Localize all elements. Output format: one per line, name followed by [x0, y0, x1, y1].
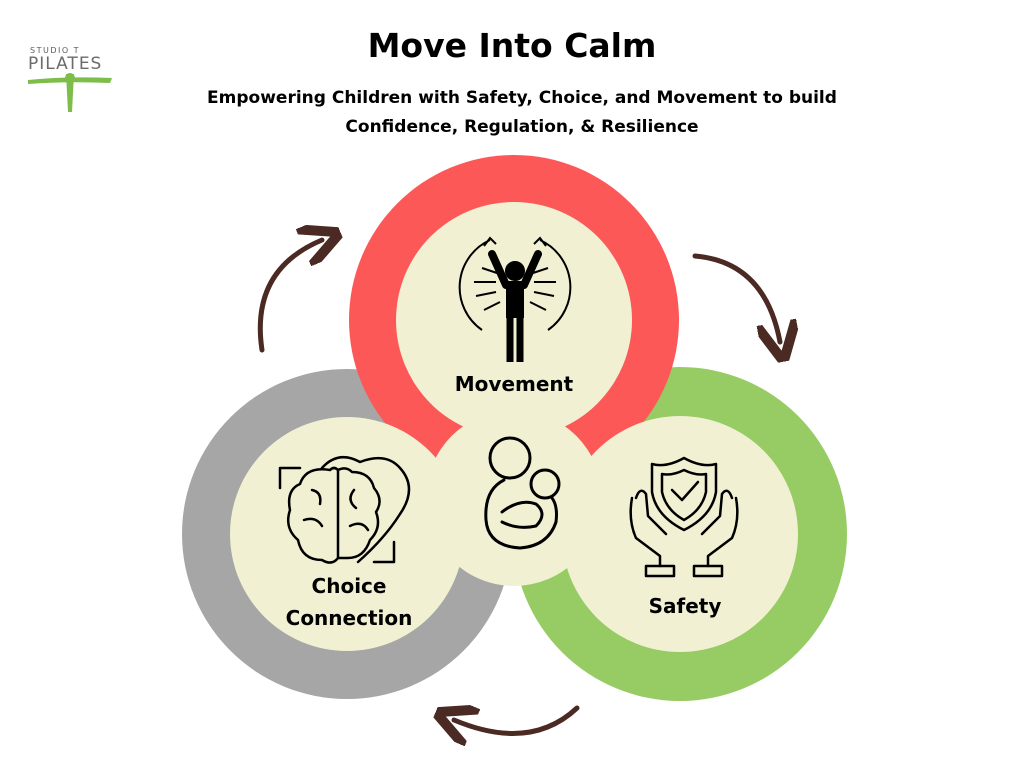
- logo-figure-icon: [28, 73, 112, 112]
- label-safety: Safety: [648, 594, 722, 618]
- page-title: Move Into Calm: [367, 26, 657, 65]
- fill-center: [426, 410, 602, 586]
- fill-safety: [562, 416, 798, 652]
- arrow-top-left: [257, 240, 322, 353]
- label-movement: Movement: [454, 372, 574, 396]
- arrow-bottom: [454, 708, 580, 733]
- label-choice: Choice: [311, 574, 387, 598]
- logo-text-pilates: PILATES: [28, 54, 103, 74]
- brain-heart-icon: [278, 455, 411, 564]
- parent-child-icon: [484, 436, 561, 550]
- arrow-top-right: [692, 253, 780, 342]
- label-connection: Connection: [285, 606, 413, 630]
- person-moving-icon: [458, 236, 572, 362]
- fill-movement: [396, 202, 632, 438]
- page-subtitle: Empowering Children with Safety, Choice,…: [207, 88, 837, 137]
- logo-text-studio: STUDIO T: [30, 46, 81, 55]
- studio-logo: STUDIO T PILATES: [26, 46, 116, 122]
- hands-shield-icon: [629, 456, 739, 578]
